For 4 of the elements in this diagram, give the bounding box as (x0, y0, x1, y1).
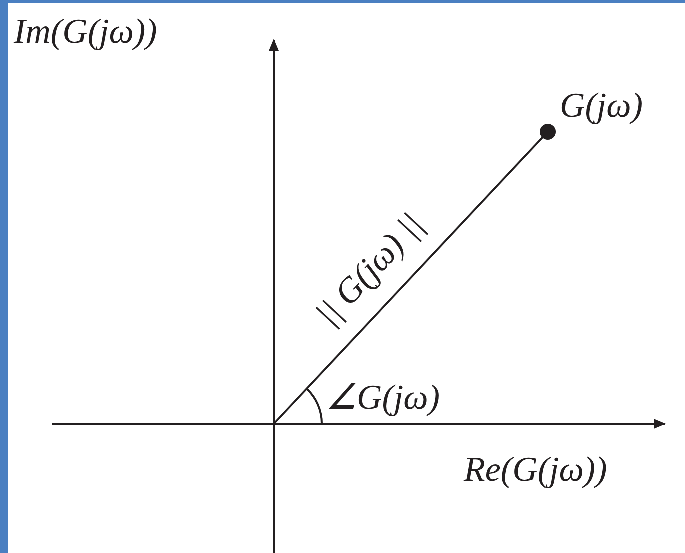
angle-label: ∠G(jω) (326, 380, 440, 415)
axis-label: Re(G(jω)) (464, 452, 608, 487)
point-label: G(jω) (560, 88, 644, 123)
axis-label: Im(G(jω)) (14, 14, 158, 49)
